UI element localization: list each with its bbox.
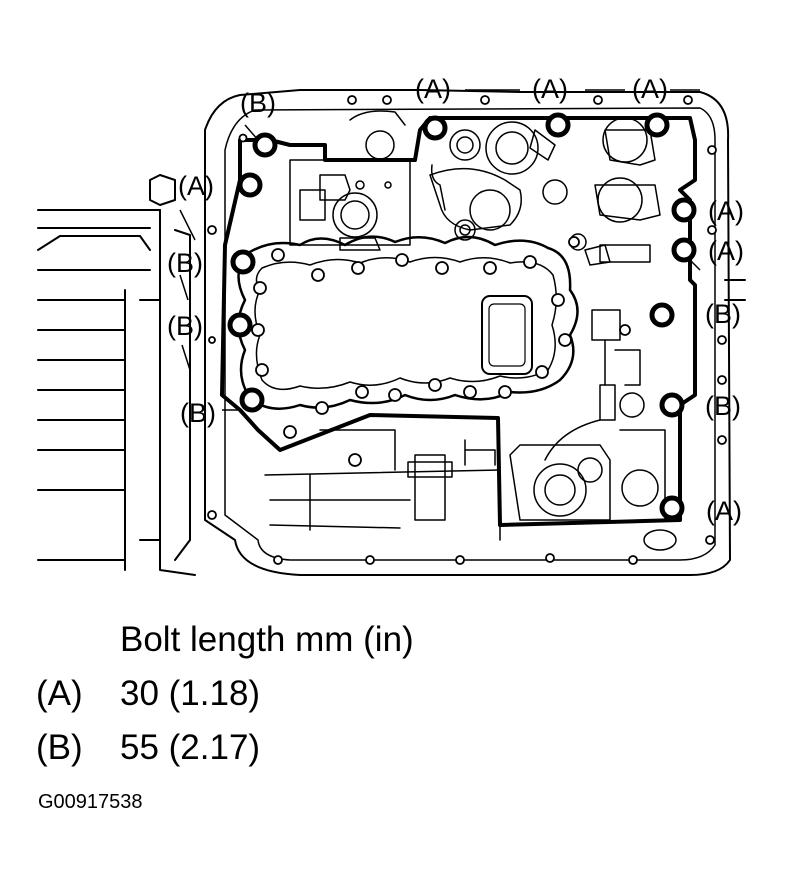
callout-b-left-1: (B) <box>167 248 203 278</box>
legend-row-a: (A) 30 (1.18) <box>36 674 260 714</box>
bolt-b-1 <box>252 132 278 158</box>
bolt-length-legend: Bolt length mm (in) (A) 30 (1.18) (B) 55 (… <box>0 600 789 887</box>
legend-key-b: (B) <box>36 728 83 767</box>
bolt-a-4 <box>671 197 697 223</box>
callout-a-top-2: (A) <box>532 74 568 104</box>
callout-a-right-1: (A) <box>708 196 744 226</box>
legend-row-b: (B) 55 (2.17) <box>36 728 260 768</box>
bolt-a-7 <box>237 172 263 198</box>
bolt-a-6 <box>659 495 685 521</box>
legend-key-a: (A) <box>36 674 83 713</box>
legend-value-b: 55 (2.17) <box>120 728 261 767</box>
bolt-b-2 <box>230 249 256 275</box>
leader-lines <box>179 89 701 411</box>
callout-b-right-2: (B) <box>705 391 741 421</box>
bolt-a-2 <box>545 112 571 138</box>
callout-b-right-1: (B) <box>705 299 741 329</box>
bolt-b-5 <box>649 302 675 328</box>
callout-a-left: (A) <box>178 171 214 201</box>
bolts <box>227 112 697 521</box>
callout-b-left-2: (B) <box>167 311 203 341</box>
bolt-a-5 <box>671 237 697 263</box>
valve-body-diagram: (A) (A) (A) (A) (A) (A) (A) (B) (B) (B) … <box>37 74 746 576</box>
callout-a-top-1: (A) <box>415 74 451 104</box>
legend-value-a: 30 (1.18) <box>120 674 261 713</box>
bolt-a-3 <box>644 112 670 138</box>
callout-a-right-2: (A) <box>708 236 744 266</box>
legend-title: Bolt length mm (in) <box>120 620 414 659</box>
callout-a-top-3: (A) <box>632 74 668 104</box>
oil-pan-flange <box>204 89 746 576</box>
bolt-b-6 <box>659 392 685 418</box>
figure-id: G00917538 <box>38 791 143 813</box>
bolt-b-4 <box>239 387 265 413</box>
callout-b-left-3: (B) <box>180 398 216 428</box>
bolt-a-1 <box>422 115 448 141</box>
transmission-case <box>37 174 196 576</box>
gasket-holes <box>207 95 727 565</box>
callout-b-top-left: (B) <box>240 88 276 118</box>
callout-a-bottom-right: (A) <box>706 496 742 526</box>
bolt-b-3 <box>227 312 253 338</box>
